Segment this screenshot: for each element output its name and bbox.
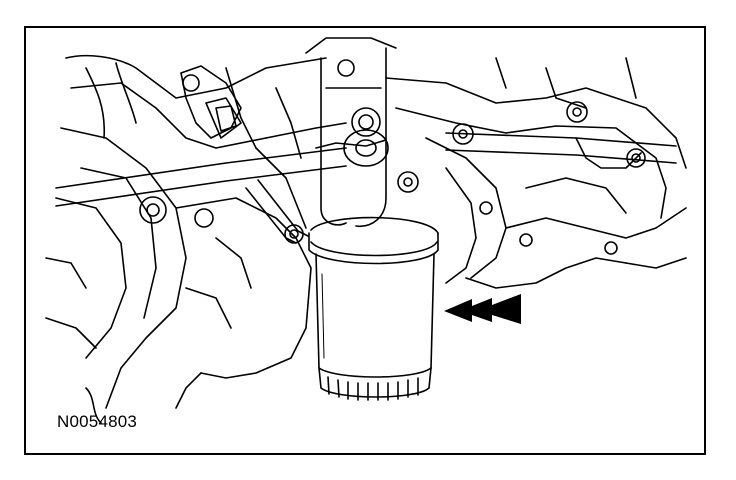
oil-filter-canister (308, 216, 439, 401)
arrow-icon (444, 294, 521, 324)
engine-block (45, 54, 687, 424)
engine-line-drawing (45, 37, 687, 424)
oil-pressure-sensor (180, 65, 242, 139)
bolts (139, 59, 646, 255)
figure-id-label: N0054803 (57, 412, 138, 431)
filter-adapter (305, 37, 397, 227)
figure-frame: N0054803 (24, 26, 706, 455)
